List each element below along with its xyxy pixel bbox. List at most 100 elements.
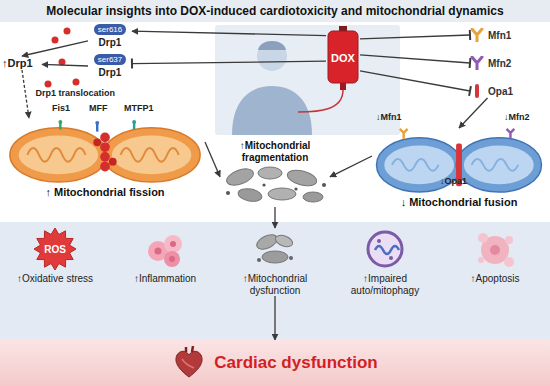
drp1-dot: [52, 37, 59, 44]
connector-line: [274, 296, 275, 340]
art-ellipse: [286, 167, 319, 188]
connector-line: [360, 55, 470, 63]
outcome-label: ↑Oxidative stress: [13, 273, 97, 285]
art-circle: [164, 235, 182, 253]
outcome-node: ↑Apoptosis: [440, 228, 550, 285]
connector-line: [22, 70, 29, 118]
phospho-site: ser616: [94, 24, 126, 35]
art-circle: [490, 245, 500, 255]
protein-icon: [470, 28, 484, 42]
art-rect: [328, 31, 358, 83]
art-circle: [170, 241, 176, 247]
part-label: MFF: [89, 104, 108, 114]
art-ellipse: [19, 135, 99, 174]
protein-node: Mfn1: [470, 28, 540, 42]
edge-label: Drp1 translocation: [34, 88, 118, 99]
fission-mitochondrion: [5, 118, 205, 184]
drp-node: ser637Drp1: [88, 54, 132, 78]
art-ellipse: [274, 233, 294, 249]
art-ellipse: [464, 145, 534, 184]
art-circle: [478, 233, 488, 243]
protein-icon: [470, 84, 484, 98]
connector-line: [132, 61, 326, 63]
art-circle: [377, 239, 381, 243]
inhibition-connector: [360, 30, 470, 40]
outcome-heading: Cardiac dysfunction: [214, 353, 377, 373]
drp1-dot: [73, 79, 80, 86]
art-ellipse: [224, 166, 255, 189]
protein-node: Opa1: [470, 84, 540, 98]
art-ellipse: [112, 135, 192, 174]
outcome-symbol: [473, 228, 517, 270]
arrow-connector: [275, 207, 276, 228]
outcome-label: ↑Impaired auto/mitophagy: [330, 273, 440, 296]
outcome-icon: [473, 228, 517, 270]
title-bar: Molecular insights into DOX-induced card…: [0, 0, 550, 22]
fission-node: ↑ Mitochondrial fission: [5, 118, 205, 198]
art-circle: [95, 121, 99, 125]
connector-line: [205, 142, 220, 177]
art-ellipse: [254, 232, 279, 252]
arrow-connector: [275, 296, 276, 340]
art-circle: [164, 251, 180, 267]
arrow-connector: [459, 98, 488, 128]
connector-line: [132, 31, 326, 35]
outcome-label: ↑Mitochondrial dysfunction: [220, 273, 330, 296]
art-path: [176, 351, 202, 377]
art-ellipse: [258, 167, 282, 179]
outcome-node: ↑Impaired auto/mitophagy: [330, 228, 440, 296]
fragmentation-label: ↑Mitochondrial fragmentation: [220, 140, 330, 163]
protein-name: Opa1: [488, 86, 513, 97]
outcome-icon: [253, 228, 297, 270]
part-label: Fis1: [52, 104, 70, 114]
outcome-symbol: [143, 228, 187, 270]
bag-node: DOX: [326, 26, 360, 90]
art-path: [27, 148, 85, 162]
inhibition-connector: [360, 55, 470, 68]
part-label: ↓Mfn2: [504, 113, 530, 123]
art-ellipse: [268, 188, 296, 200]
arrow-connector: [330, 156, 372, 177]
inhibition-connector: [132, 59, 326, 69]
protein-level: ↑Drp1: [2, 56, 42, 70]
drp-node: ser616Drp1: [88, 24, 132, 48]
drp1-dot: [45, 81, 52, 88]
fission-heading: ↑ Mitochondrial fission: [5, 186, 205, 198]
art-ellipse: [237, 187, 263, 203]
phospho-site: ser637: [94, 54, 126, 65]
art-circle: [93, 138, 101, 146]
part-label: MTFP1: [124, 104, 154, 114]
art-ellipse: [103, 128, 200, 182]
inhibition-bar: [469, 30, 471, 40]
arrow-connector: [132, 31, 326, 35]
outcome-label: ↑Apoptosis: [467, 273, 524, 285]
protein-node: Mfn2: [470, 56, 540, 70]
patient-cap: [258, 41, 286, 50]
outcome-icon: ROS: [33, 228, 77, 270]
inhibition-bar: [469, 58, 472, 68]
art-ellipse: [303, 192, 323, 202]
art-ellipse: [456, 138, 541, 192]
drug-name: DOX: [331, 52, 355, 64]
inhibition-connector: [360, 71, 471, 96]
art-circle: [100, 142, 110, 152]
art-circle: [389, 256, 393, 260]
inhibition-bar: [131, 59, 133, 69]
art-path: [507, 129, 515, 139]
art-rect: [475, 84, 479, 98]
connector-line: [330, 156, 372, 177]
art-circle: [322, 183, 326, 187]
diagram-title: Molecular insights into DOX-induced card…: [46, 4, 503, 18]
art-circle: [368, 232, 402, 266]
art-path: [400, 129, 408, 139]
fusion-node: ↓ Mitochondrial fusion: [372, 128, 546, 208]
art-circle: [504, 257, 514, 267]
art-circle: [289, 256, 293, 260]
art-rect: [340, 83, 346, 90]
art-circle: [505, 236, 513, 244]
frag-node: ↑Mitochondrial fragmentation: [220, 140, 330, 207]
patient-head: [257, 41, 287, 71]
outcome-label: ↑Inflammation: [130, 273, 200, 285]
art-path: [472, 159, 519, 171]
art-circle: [100, 162, 110, 172]
